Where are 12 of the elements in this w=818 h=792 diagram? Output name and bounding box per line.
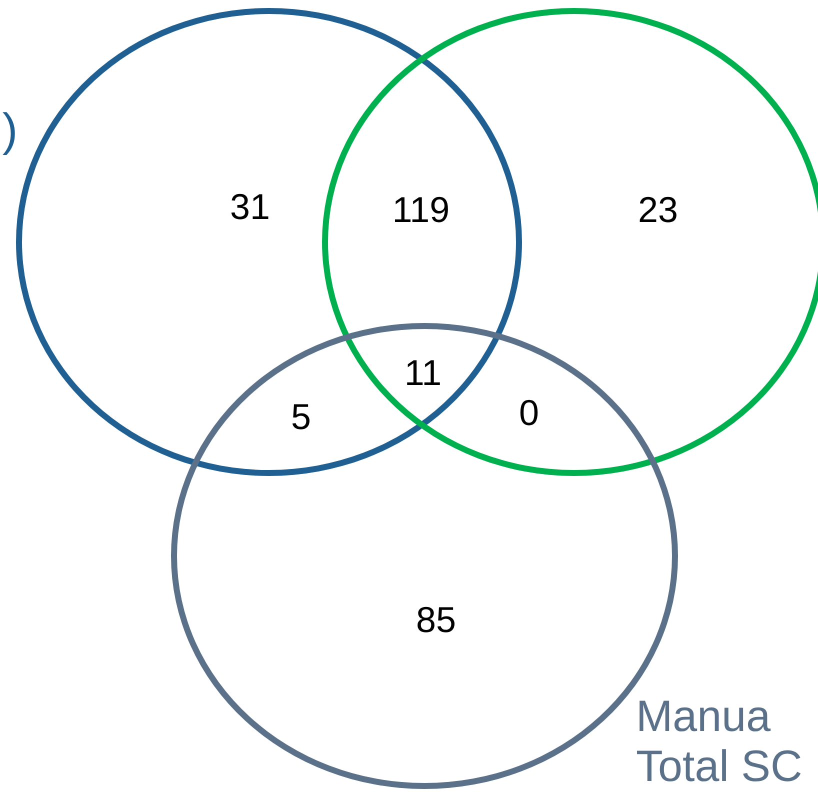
venn-circle [322, 8, 818, 476]
count-label: 119 [392, 190, 450, 230]
set-label: Manua [636, 692, 771, 743]
set-label: ) [2, 104, 18, 156]
count-label: 31 [230, 187, 270, 227]
count-label: 11 [404, 353, 442, 393]
set-label: Total SC [636, 742, 802, 792]
count-label: 0 [518, 393, 540, 433]
count-label: 85 [416, 600, 456, 640]
count-label: 23 [638, 190, 678, 230]
count-label: 5 [290, 397, 312, 437]
venn-circle [16, 8, 522, 476]
